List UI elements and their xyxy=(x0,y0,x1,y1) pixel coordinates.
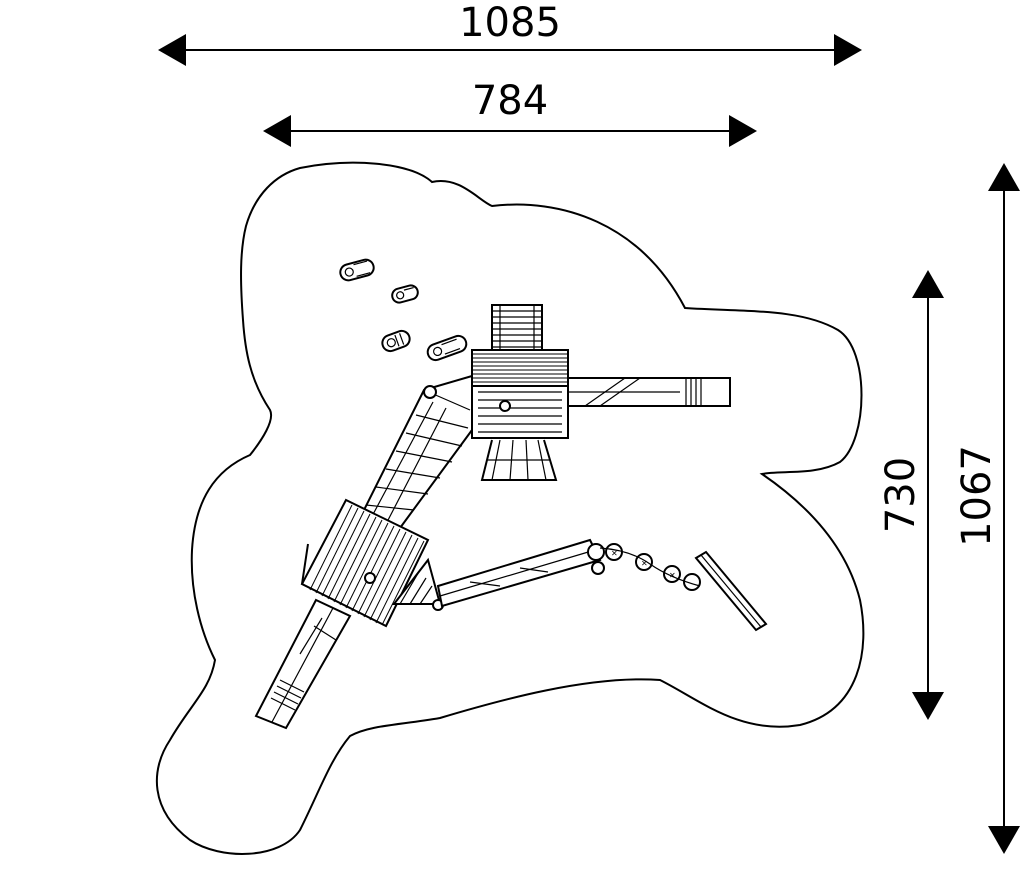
svg-text:✕: ✕ xyxy=(611,549,618,558)
safety-zone-outline xyxy=(155,161,865,855)
svg-text:✕: ✕ xyxy=(641,559,648,568)
lower-ramp xyxy=(391,557,444,611)
overall-depth-label: 1067 xyxy=(954,445,1000,547)
balance-plank xyxy=(694,550,768,632)
spring-rider-2 xyxy=(391,284,419,304)
spring-rider-1 xyxy=(339,258,375,282)
upper-tower-platform xyxy=(471,349,569,439)
spring-rider-4 xyxy=(426,334,468,362)
equipment-depth-label: 730 xyxy=(878,457,924,533)
overall-width-label: 1085 xyxy=(459,0,561,46)
svg-text:✕: ✕ xyxy=(669,571,676,580)
slide-lower xyxy=(254,598,352,730)
equipment-width-label: 784 xyxy=(472,78,548,124)
spring-rider-3 xyxy=(381,329,411,353)
dimension-equipment-depth: 730 xyxy=(878,270,944,720)
dimension-overall-depth: 1067 xyxy=(954,163,1020,854)
stepping-logs: ✕ ✕ ✕ xyxy=(599,543,701,591)
dimension-overall-width: 1085 xyxy=(158,0,862,66)
climbing-ladder-top xyxy=(491,304,543,354)
slide-upper xyxy=(567,377,731,407)
dimension-equipment-width: 784 xyxy=(263,78,757,147)
connecting-bridge xyxy=(360,374,473,530)
climbing-beam xyxy=(436,538,605,608)
lower-tower-platform xyxy=(300,498,430,628)
rope-net-upper xyxy=(480,439,558,481)
